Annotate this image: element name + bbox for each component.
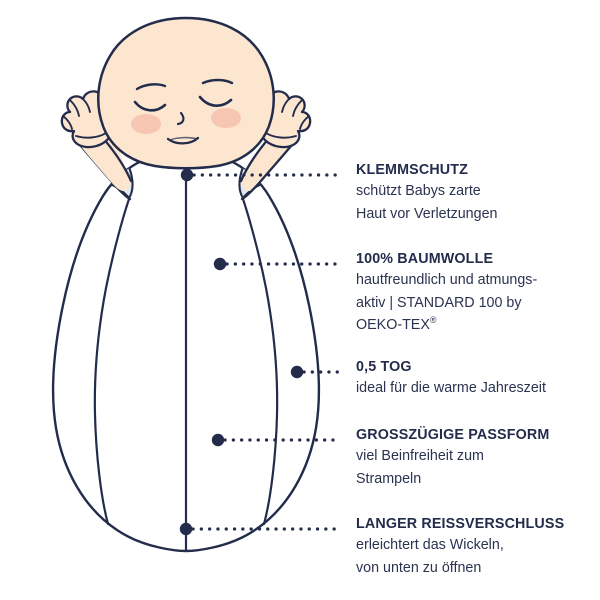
feature-title: LANGER REISSVERSCHLUSS <box>356 516 565 532</box>
feature-baumwolle: 100% BAUMWOLLE hautfreundlich und atmungs… <box>356 249 537 337</box>
leader-anchor-dot <box>179 522 193 536</box>
leader-anchor-dot <box>180 168 194 182</box>
feature-description-line: viel Beinfreiheit zum <box>356 448 484 464</box>
blush-left <box>131 114 161 134</box>
leader-anchor-dot <box>290 365 304 379</box>
callout-leader-reissverschluss <box>179 522 342 536</box>
feature-description: erleichtert das Wickeln, von unten zu öff… <box>356 534 564 579</box>
feature-tog: 0,5 TOG ideal für die warme Jahreszeit <box>356 357 546 400</box>
leader-anchor-dot <box>213 257 227 271</box>
registered-trademark-symbol: ® <box>429 315 437 326</box>
closed-eyes <box>133 95 233 112</box>
feature-title: 0,5 TOG <box>356 359 412 375</box>
feature-description-line: erleichtert das Wickeln, <box>356 537 504 553</box>
feature-description-line: OEKO-TEX® <box>356 315 437 333</box>
feature-title: 100% BAUMWOLLE <box>356 251 494 267</box>
feature-description: hautfreundlich und atmungs-aktiv | STAND… <box>356 269 537 337</box>
callout-leader-klemmschutz <box>180 168 342 182</box>
callout-leader-passform <box>211 433 342 447</box>
feature-description-line: von unten zu öffnen <box>356 559 482 576</box>
callout-leader-baumwolle <box>213 257 342 271</box>
callout-leaders <box>179 168 342 536</box>
feature-title: KLEMMSCHUTZ <box>356 162 469 178</box>
feature-description-line: aktiv | STANDARD 100 by <box>356 294 522 311</box>
feature-description: ideal für die warme Jahreszeit <box>356 377 546 400</box>
armhole-seams <box>93 197 279 526</box>
feature-description-line: ideal für die warme Jahreszeit <box>356 380 546 396</box>
feature-title: GROSSZÜGIGE PASSFORM <box>356 427 550 443</box>
feature-description-line: Strampeln <box>356 470 422 487</box>
feature-passform: GROSSZÜGIGE PASSFORM viel Beinfreiheit zu… <box>356 425 549 490</box>
feature-description-line: schützt Babys zarte <box>356 183 481 199</box>
leader-anchor-dot <box>211 433 225 447</box>
feature-reissverschluss: LANGER REISSVERSCHLUSS erleichtert das Wi… <box>356 514 564 579</box>
feature-description-line: hautfreundlich und atmungs- <box>356 272 538 288</box>
feature-description-line: Haut vor Verletzungen <box>356 205 498 222</box>
blush-right <box>211 108 241 128</box>
nose <box>176 111 185 126</box>
eyebrows <box>135 78 234 91</box>
baby-head <box>97 16 275 170</box>
callout-leader-tog <box>290 365 342 379</box>
